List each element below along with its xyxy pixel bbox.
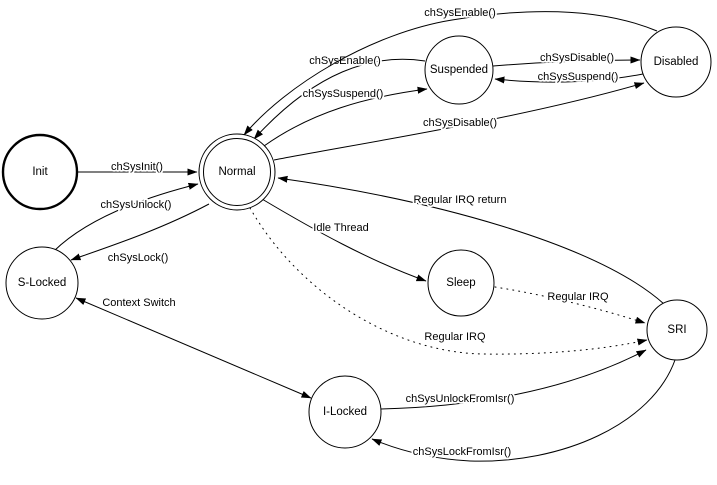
- state-init: Init: [1, 133, 79, 211]
- state-ilocked: I-Locked: [308, 375, 382, 449]
- state-normal-label: Normal: [218, 166, 255, 178]
- state-sri-circle: [646, 299, 708, 361]
- edge-chsysinit: chSysInit(): [78, 159, 198, 176]
- edge-chsysunlockfromisr-line: [380, 349, 647, 410]
- edge-chsyslock-label: chSysLock(): [108, 252, 169, 264]
- edge-chsyslockfromisr-line: [371, 359, 676, 462]
- state-normal-circle-outer: [198, 133, 276, 211]
- state-sleep-label: Sleep: [446, 277, 475, 289]
- edge-chsyssuspend-from-disabled-label: chSysSuspend(): [538, 71, 619, 83]
- edge-chsysenable-from-suspended-label: chSysEnable(): [309, 55, 381, 67]
- edge-chsysdisable-to-disabled-label: chSysDisable(): [540, 52, 614, 64]
- state-suspended-label: Suspended: [430, 64, 488, 76]
- state-normal-circle-inner: [203, 138, 271, 206]
- edge-chsysenable-from-suspended: chSysEnable(): [253, 53, 426, 140]
- edge-regular-irq-from-sleep: Regular IRQ: [494, 286, 646, 324]
- edge-context-switch: Context Switch: [75, 295, 312, 399]
- state-suspended: Suspended: [424, 35, 494, 105]
- edge-chsysunlockfromisr-label: chSysUnlockFromIsr(): [406, 393, 515, 405]
- state-disabled-label: Disabled: [654, 56, 699, 68]
- edge-idle-thread-label: Idle Thread: [313, 222, 368, 234]
- edge-chsysdisable-from-normal-label: chSysDisable(): [423, 117, 497, 129]
- state-init-circle: [1, 133, 79, 211]
- state-slocked-label: S-Locked: [18, 277, 67, 289]
- state-normal: Normal: [198, 133, 276, 211]
- edge-chsysenable-from-disabled: chSysEnable(): [243, 5, 658, 136]
- edge-chsysenable-from-disabled-label: chSysEnable(): [424, 7, 496, 19]
- edge-regular-irq-from-normal: Regular IRQ: [249, 207, 648, 355]
- state-sleep: Sleep: [427, 249, 495, 317]
- state-suspended-circle: [424, 35, 494, 105]
- edge-chsyssuspend-from-disabled-line: [494, 73, 644, 84]
- edge-regular-irq-return-line: [277, 175, 665, 305]
- edge-regular-irq-from-sleep-line: [494, 286, 646, 324]
- edge-chsyslock-line: [70, 203, 210, 261]
- edge-chsyslock: chSysLock(): [70, 203, 210, 266]
- state-ilocked-circle: [308, 375, 382, 449]
- edge-chsyssuspend-from-disabled: chSysSuspend(): [494, 69, 644, 85]
- edge-chsyssuspend-to-suspended-line: [263, 86, 428, 147]
- edge-regular-irq-from-normal-line: [249, 207, 648, 355]
- edge-idle-thread: Idle Thread: [261, 198, 427, 282]
- state-ilocked-label: I-Locked: [323, 406, 367, 418]
- state-disabled: Disabled: [640, 26, 712, 98]
- edge-idle-thread-line: [261, 198, 427, 282]
- edge-chsysinit-label: chSysInit(): [111, 161, 163, 173]
- state-slocked-circle: [5, 246, 79, 320]
- edge-chsysenable-from-suspended-line: [253, 58, 426, 140]
- edge-chsysunlock-label: chSysUnlock(): [101, 199, 172, 211]
- edge-chsyssuspend-to-suspended: chSysSuspend(): [263, 86, 428, 147]
- state-slocked: S-Locked: [5, 246, 79, 320]
- edge-chsysdisable-from-normal-line: [273, 82, 645, 161]
- edge-chsysunlock-line: [53, 182, 199, 252]
- edge-regular-irq-return-label: Regular IRQ return: [414, 194, 507, 206]
- edge-chsysunlockfromisr: chSysUnlockFromIsr(): [380, 349, 647, 410]
- edge-chsysdisable-to-disabled: chSysDisable(): [492, 50, 641, 67]
- edge-chsysenable-from-disabled-line: [243, 11, 658, 136]
- edge-regular-irq-return: Regular IRQ return: [277, 175, 665, 305]
- edge-regular-irq-from-sleep-label: Regular IRQ: [547, 291, 609, 303]
- edge-chsyssuspend-to-suspended-label: chSysSuspend(): [303, 88, 384, 100]
- state-sri-label: SRI: [667, 324, 686, 336]
- edge-chsysunlock: chSysUnlock(): [53, 182, 199, 252]
- state-disabled-circle: [640, 26, 712, 98]
- edge-context-switch-line: [75, 297, 312, 399]
- edge-context-switch-label: Context Switch: [102, 297, 175, 309]
- edge-chsysdisable-to-disabled-line: [492, 56, 641, 67]
- state-sleep-circle: [427, 249, 495, 317]
- edge-chsyslockfromisr-label: chSysLockFromIsr(): [413, 446, 511, 458]
- state-init-label: Init: [32, 166, 48, 178]
- edge-chsyslockfromisr: chSysLockFromIsr(): [371, 359, 676, 462]
- state-sri: SRI: [646, 299, 708, 361]
- edge-chsysdisable-from-normal: chSysDisable(): [273, 82, 645, 161]
- edge-regular-irq-from-normal-label: Regular IRQ: [424, 331, 486, 343]
